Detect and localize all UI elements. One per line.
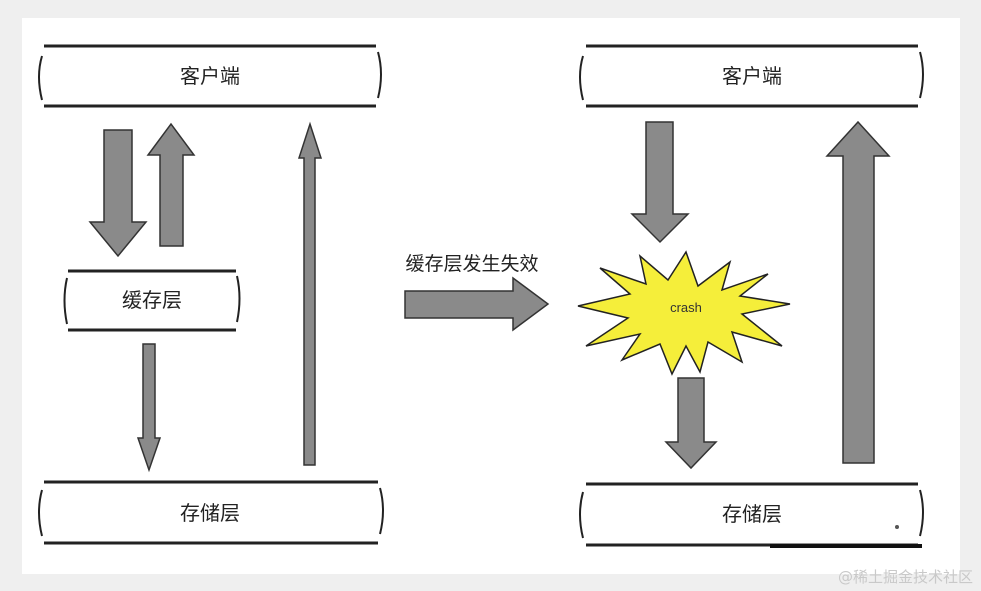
arrow-cache-to-storage: [136, 343, 162, 473]
arrow-storage-to-client-right: [825, 120, 891, 464]
watermark: @稀土掘金技术社区: [837, 568, 973, 586]
arrow-cache-to-client: [146, 122, 196, 247]
arrow-client-to-crash: [630, 121, 690, 244]
right-storage-underline: [770, 544, 922, 548]
arrow-storage-to-client: [297, 121, 323, 466]
left-storage-label: 存储层: [180, 501, 240, 525]
right-client-box: 客户端: [579, 44, 924, 108]
right-storage-box: 存储层: [579, 482, 924, 547]
arrow-client-to-cache: [88, 129, 148, 258]
transition-arrow: [404, 276, 550, 332]
left-client-box: 客户端: [38, 44, 382, 108]
right-client-label: 客户端: [722, 64, 782, 88]
left-cache-label: 缓存层: [122, 288, 182, 312]
right-storage-label: 存储层: [722, 502, 782, 526]
left-storage-box: 存储层: [38, 480, 384, 545]
crash-label: crash: [670, 300, 702, 315]
transition-label: 缓存层发生失效: [405, 253, 538, 275]
crash-burst: [577, 250, 791, 376]
left-cache-box: 缓存层: [63, 269, 241, 332]
speck-dot: [895, 525, 899, 529]
left-client-label: 客户端: [180, 64, 240, 88]
arrow-crash-to-storage: [664, 377, 718, 470]
